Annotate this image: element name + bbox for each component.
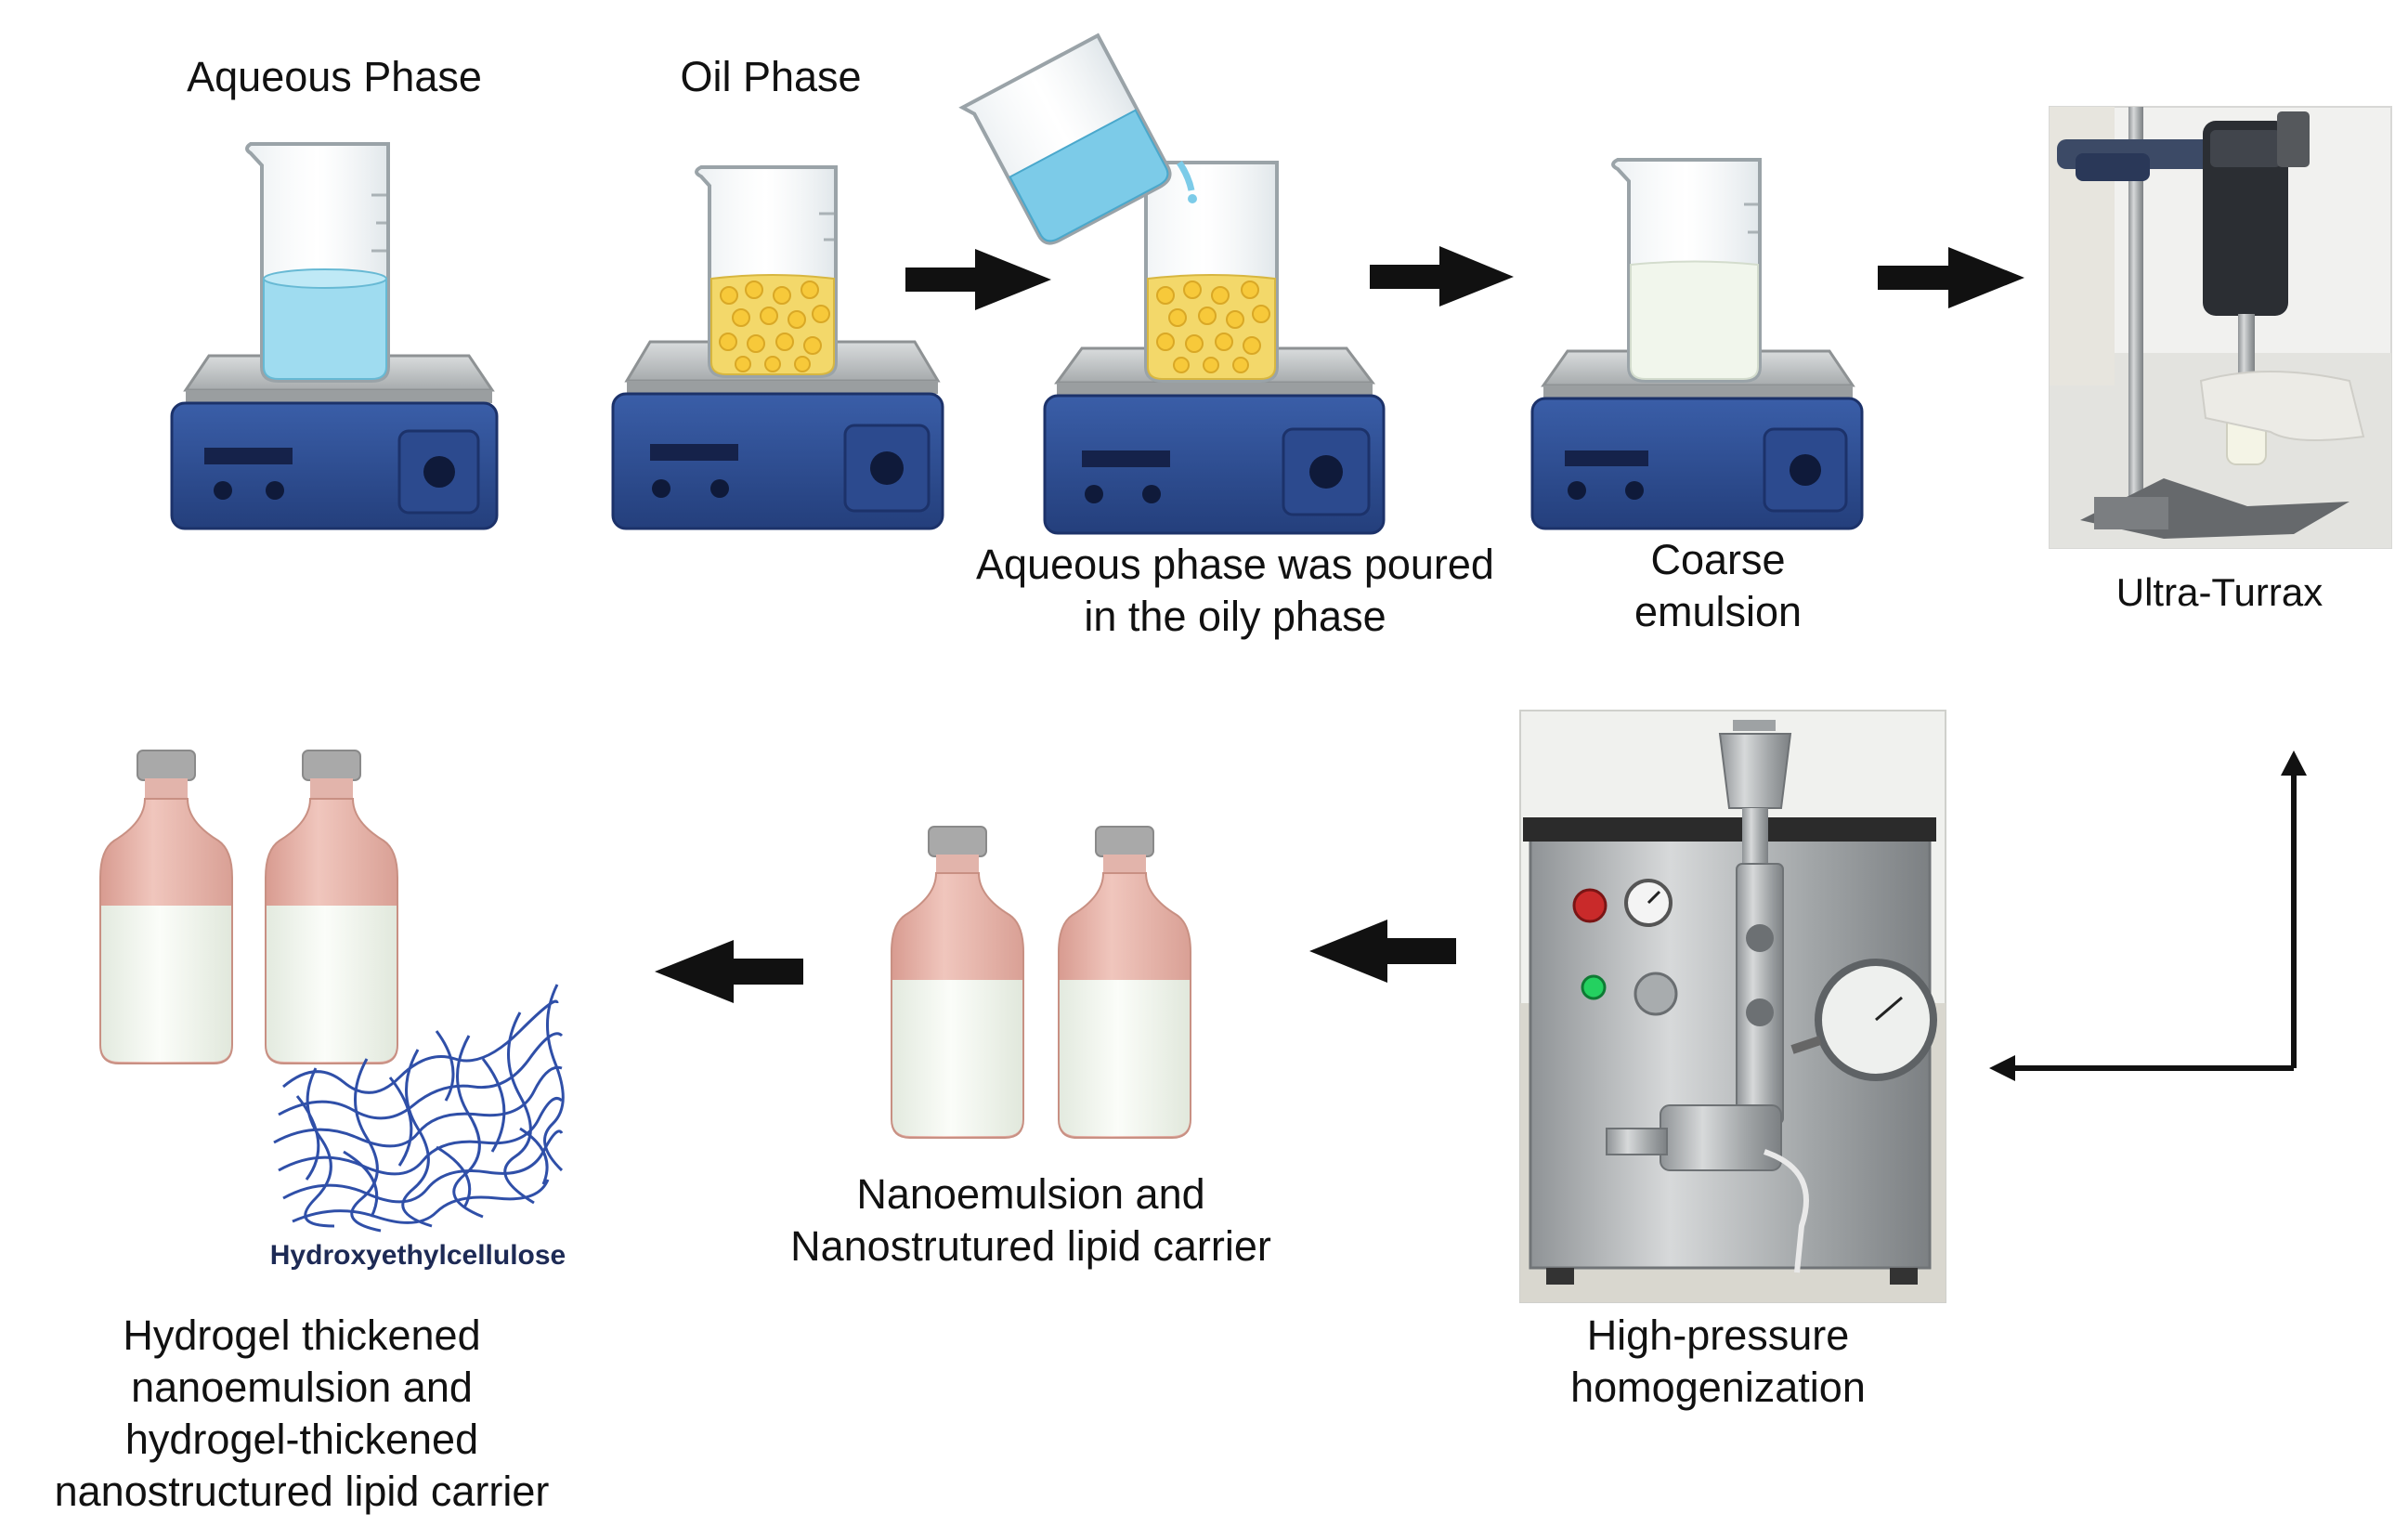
nano-bottle-2	[1058, 826, 1191, 1139]
pouring-beaker	[958, 33, 1197, 245]
label-poured: Aqueous phase was poured in the oily pha…	[976, 541, 1494, 640]
nano-bottle-1	[891, 826, 1024, 1139]
arrow-right-2	[1370, 246, 1514, 307]
label-final-product: Hydrogel thickened nanoemulsion and hydr…	[54, 1312, 550, 1515]
label-aqueous-phase: Aqueous Phase	[187, 53, 482, 100]
final-bottle-2	[265, 750, 398, 1064]
beaker-aqueous	[245, 142, 390, 383]
final-bottle-1	[99, 750, 233, 1064]
arrow-left-2	[655, 940, 803, 1003]
arrow-right-3	[1878, 247, 2024, 308]
arrow-left-1	[1309, 920, 1456, 983]
label-nanoemulsion-nlc: Nanoemulsion and Nanostrutured lipid car…	[790, 1170, 1271, 1270]
return-arrow	[1989, 750, 2307, 1081]
label-high-pressure-homogenization: High-pressure homogenization	[1570, 1312, 1866, 1411]
hec-polymer-network	[273, 984, 565, 1233]
homogenizer-photo	[1519, 710, 1946, 1303]
beaker-mixing	[1128, 161, 1279, 383]
arrow-right-1	[905, 249, 1051, 310]
beaker-oil	[695, 165, 838, 378]
ultra-turrax-photo	[2049, 106, 2392, 549]
label-oil-phase: Oil Phase	[680, 53, 862, 100]
label-coarse-emulsion: Coarse emulsion	[1634, 536, 1803, 635]
magnetic-stirrer-aqueous	[170, 354, 499, 530]
label-hydroxyethylcellulose: Hydroxyethylcellulose	[269, 1240, 566, 1271]
beaker-coarse-emulsion	[1611, 158, 1762, 383]
label-ultra-turrax: Ultra-Turrax	[2115, 570, 2323, 614]
